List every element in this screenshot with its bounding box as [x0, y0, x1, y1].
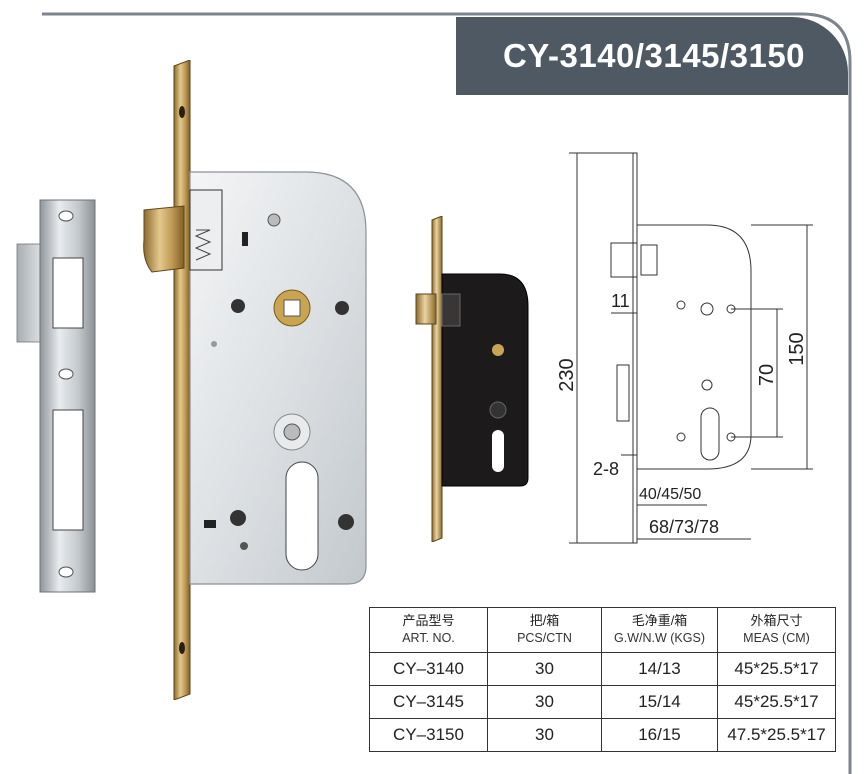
cell-meas: 45*25.5*17 [717, 685, 836, 719]
lock-body-black-image [414, 215, 534, 547]
cell-weight: 15/14 [601, 685, 718, 719]
cell-pcs: 30 [487, 718, 602, 752]
dim-70: 70 [756, 364, 778, 386]
page-frame [42, 12, 862, 774]
cell-pcs: 30 [487, 652, 602, 686]
dim-11: 11 [611, 291, 630, 311]
lock-body-silver-image [138, 59, 378, 705]
dim-68-73-78: 68/73/78 [649, 517, 719, 537]
header-weight: 毛净重/箱 G.W/N.W (KGS) [601, 607, 718, 653]
cell-meas: 47.5*25.5*17 [717, 718, 836, 752]
title-banner: CY-3140/3145/3150 [456, 17, 848, 95]
cell-pcs: 30 [487, 685, 602, 719]
header-art-no: 产品型号 ART. NO. [369, 607, 488, 653]
dim-230: 230 [556, 358, 578, 391]
dimension-drawing: 230 150 70 11 2-8 40/45/50 68/73/78 [555, 145, 845, 550]
table-header-row: 产品型号 ART. NO. 把/箱 PCS/CTN 毛净重/箱 G.W/N.W … [369, 607, 836, 653]
table-row: CY–3140 30 14/13 45*25.5*17 [369, 652, 836, 686]
table-row: CY–3145 30 15/14 45*25.5*17 [369, 685, 836, 719]
product-title: CY-3140/3145/3150 [502, 37, 806, 74]
cell-model: CY–3150 [369, 718, 488, 752]
dim-2-8: 2-8 [593, 459, 619, 479]
header-meas: 外箱尺寸 MEAS (CM) [717, 607, 836, 653]
cell-meas: 45*25.5*17 [717, 652, 836, 686]
dim-40-45-50: 40/45/50 [639, 486, 701, 503]
spec-table: 产品型号 ART. NO. 把/箱 PCS/CTN 毛净重/箱 G.W/N.W … [369, 607, 836, 752]
table-row: CY–3150 30 16/15 47.5*25.5*17 [369, 718, 836, 752]
cell-weight: 16/15 [601, 718, 718, 752]
cell-model: CY–3145 [369, 685, 488, 719]
header-pcs-ctn: 把/箱 PCS/CTN [487, 607, 602, 653]
cell-model: CY–3140 [369, 652, 488, 686]
cell-weight: 14/13 [601, 652, 718, 686]
dim-150: 150 [786, 332, 808, 365]
strike-plate-image [14, 198, 98, 599]
